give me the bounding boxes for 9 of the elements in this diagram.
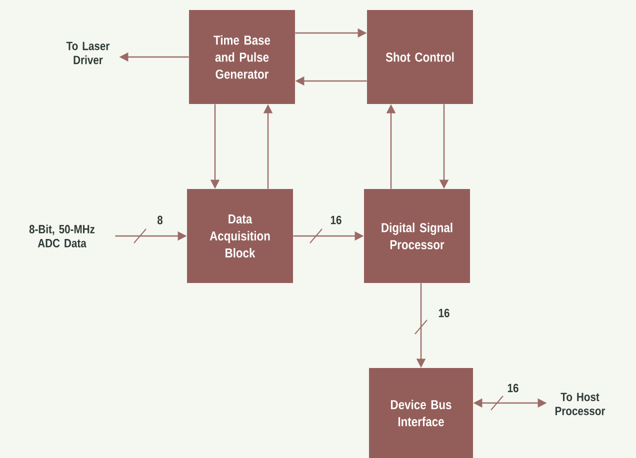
signal-label: 8-Bit, 50-MHz ADC Data <box>29 224 95 248</box>
block-box: Time Base and Pulse Generator <box>189 10 295 104</box>
block-box: Device Bus Interface <box>369 368 473 458</box>
block-box: Digital Signal Processor <box>364 189 470 283</box>
signal-label: To Laser Driver <box>66 42 110 64</box>
block-box: Data Acquisition Block <box>187 189 293 283</box>
signal-label: To Host Processor <box>555 392 606 416</box>
edge-label: 8 <box>156 214 164 226</box>
block-box: Shot Control <box>367 10 473 104</box>
